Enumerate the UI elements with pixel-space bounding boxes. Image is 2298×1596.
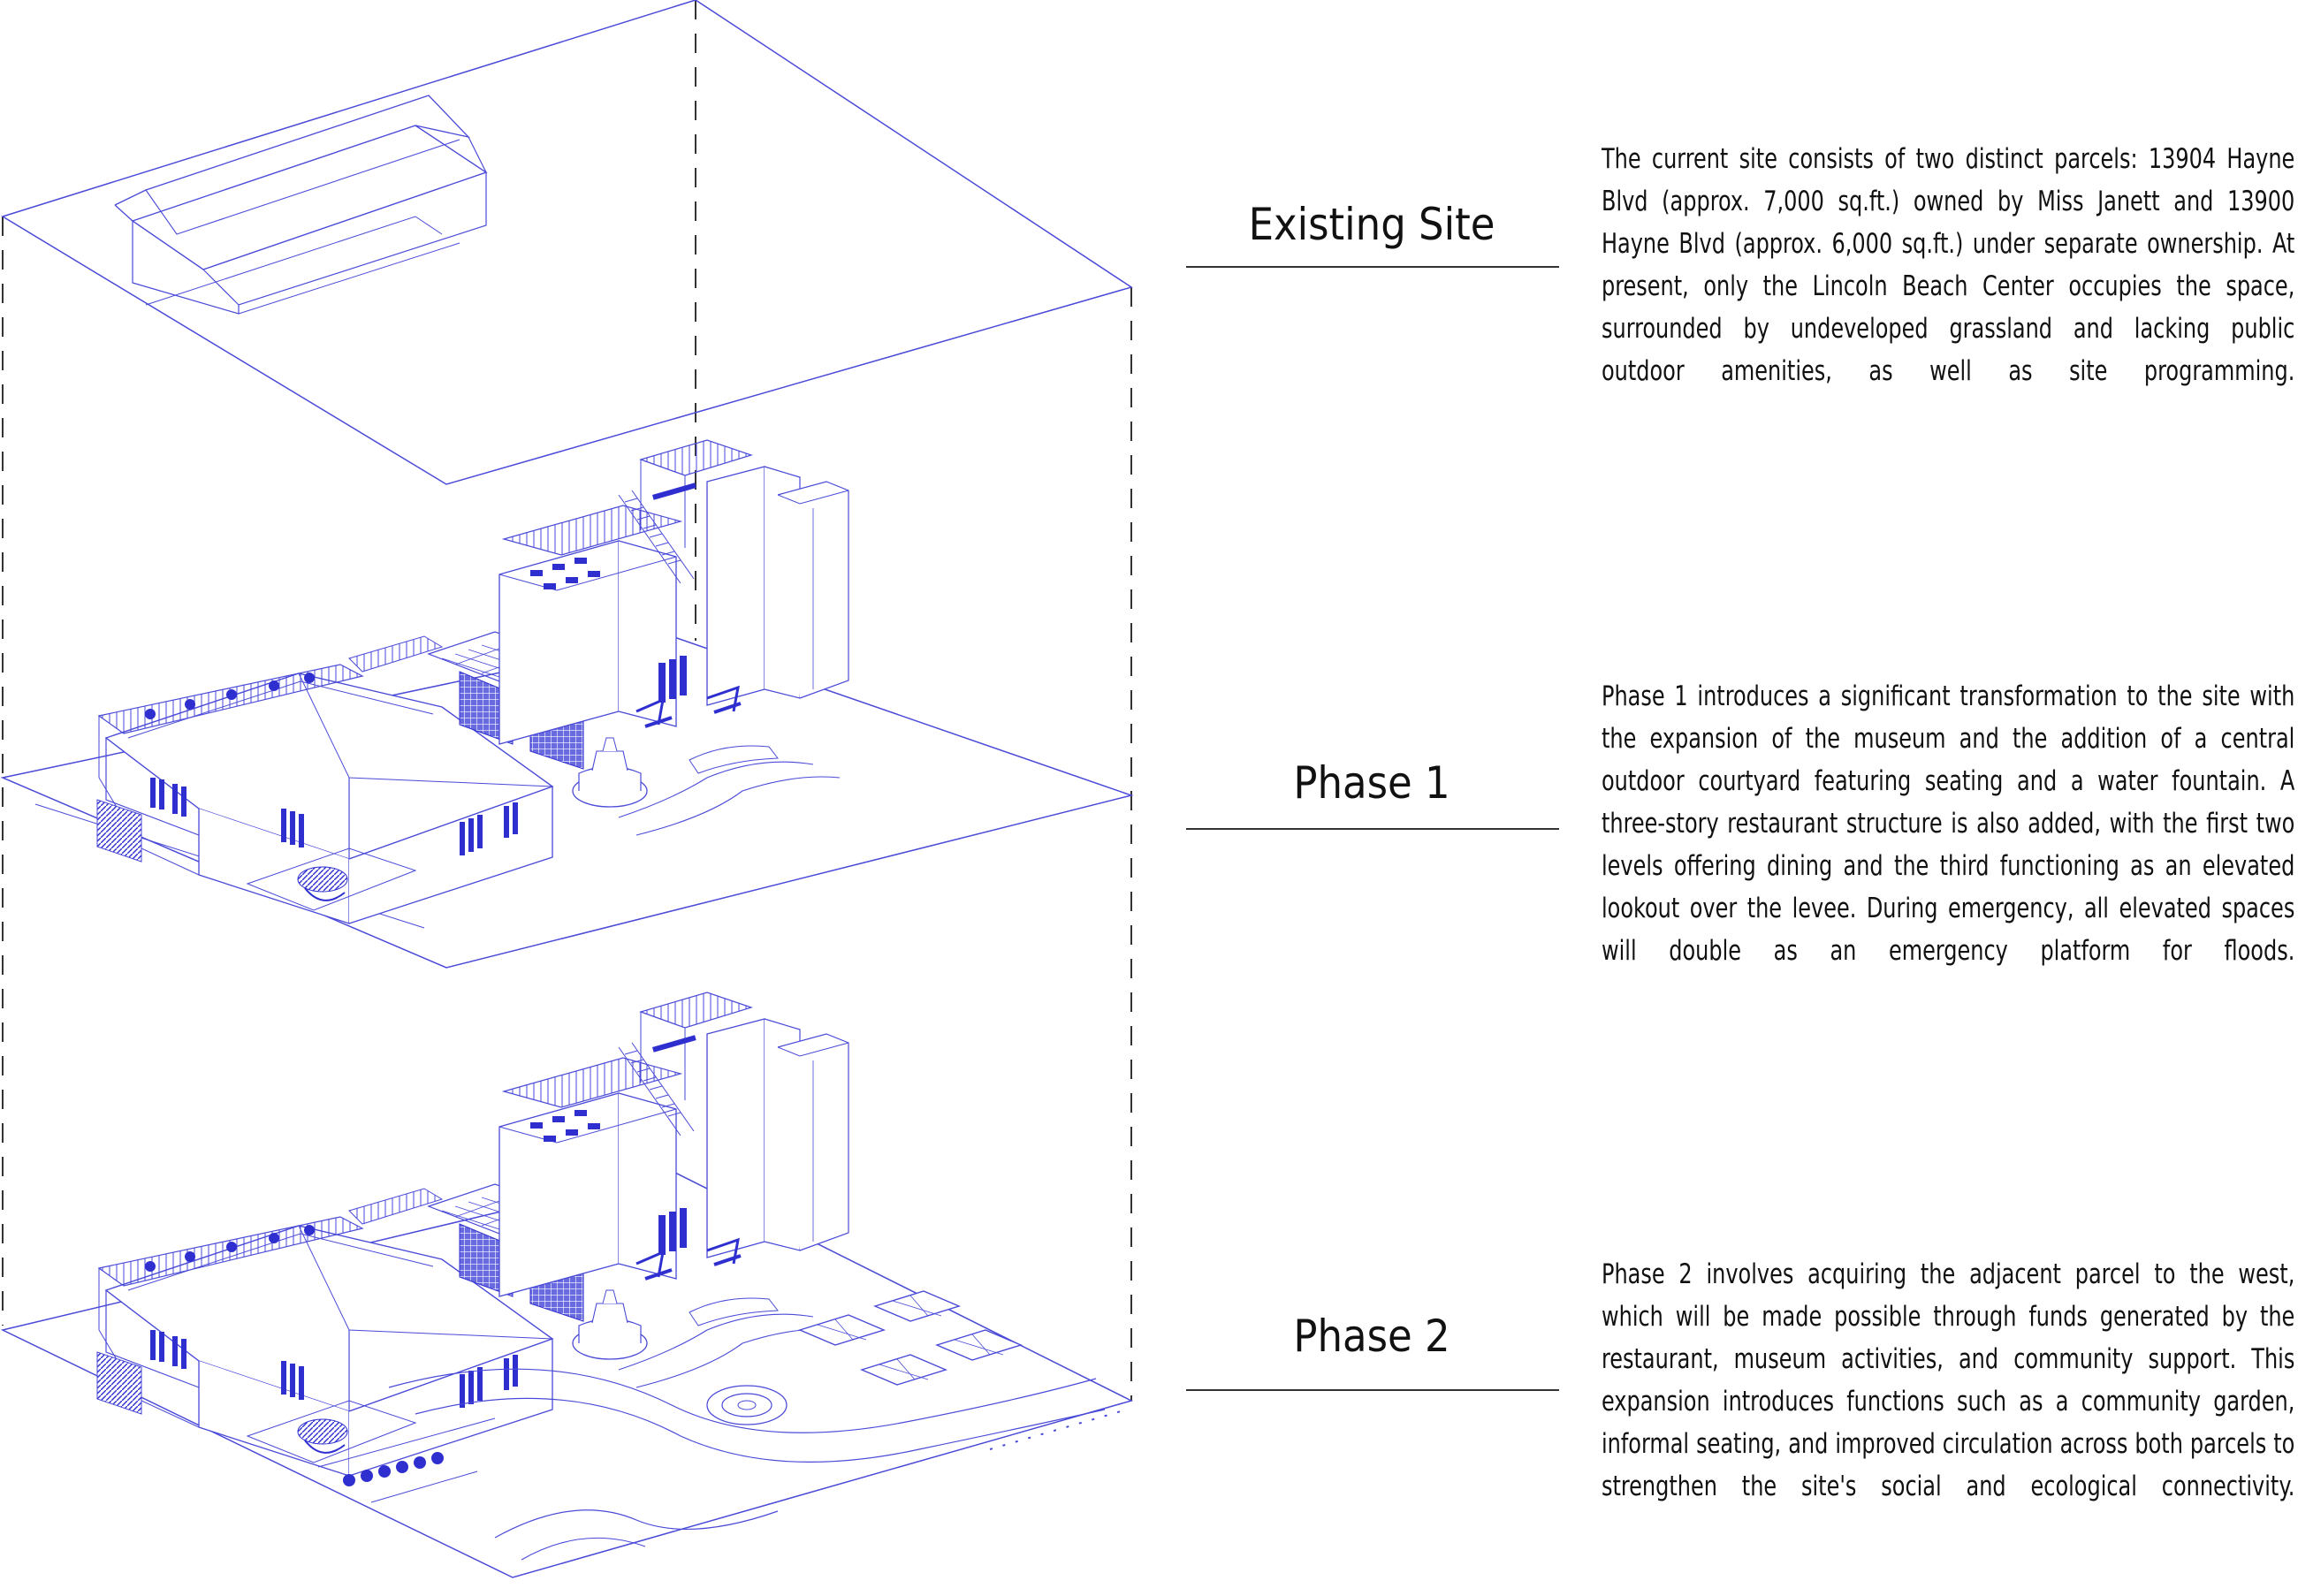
existing-site-description: The current site consists of two distinc… <box>1602 143 2295 387</box>
phase-2-plane <box>0 991 1134 1578</box>
existing-site-rule <box>1186 266 1559 268</box>
phase-1-rule <box>1186 828 1559 830</box>
existing-site-plane <box>1 0 1133 485</box>
axonometric-phasing-diagram <box>0 0 1134 1578</box>
existing-site-title: Existing Site <box>1248 199 1495 250</box>
phase-2-description: Phase 2 involves acquiring the adjacent … <box>1602 1258 2295 1502</box>
phase-1-title: Phase 1 <box>1293 757 1450 809</box>
phase-2-title: Phase 2 <box>1293 1311 1450 1362</box>
phase-2-rule <box>1186 1389 1559 1391</box>
phase-1-description: Phase 1 introduces a significant transfo… <box>1602 680 2295 967</box>
phase-1-plane <box>0 438 1134 969</box>
